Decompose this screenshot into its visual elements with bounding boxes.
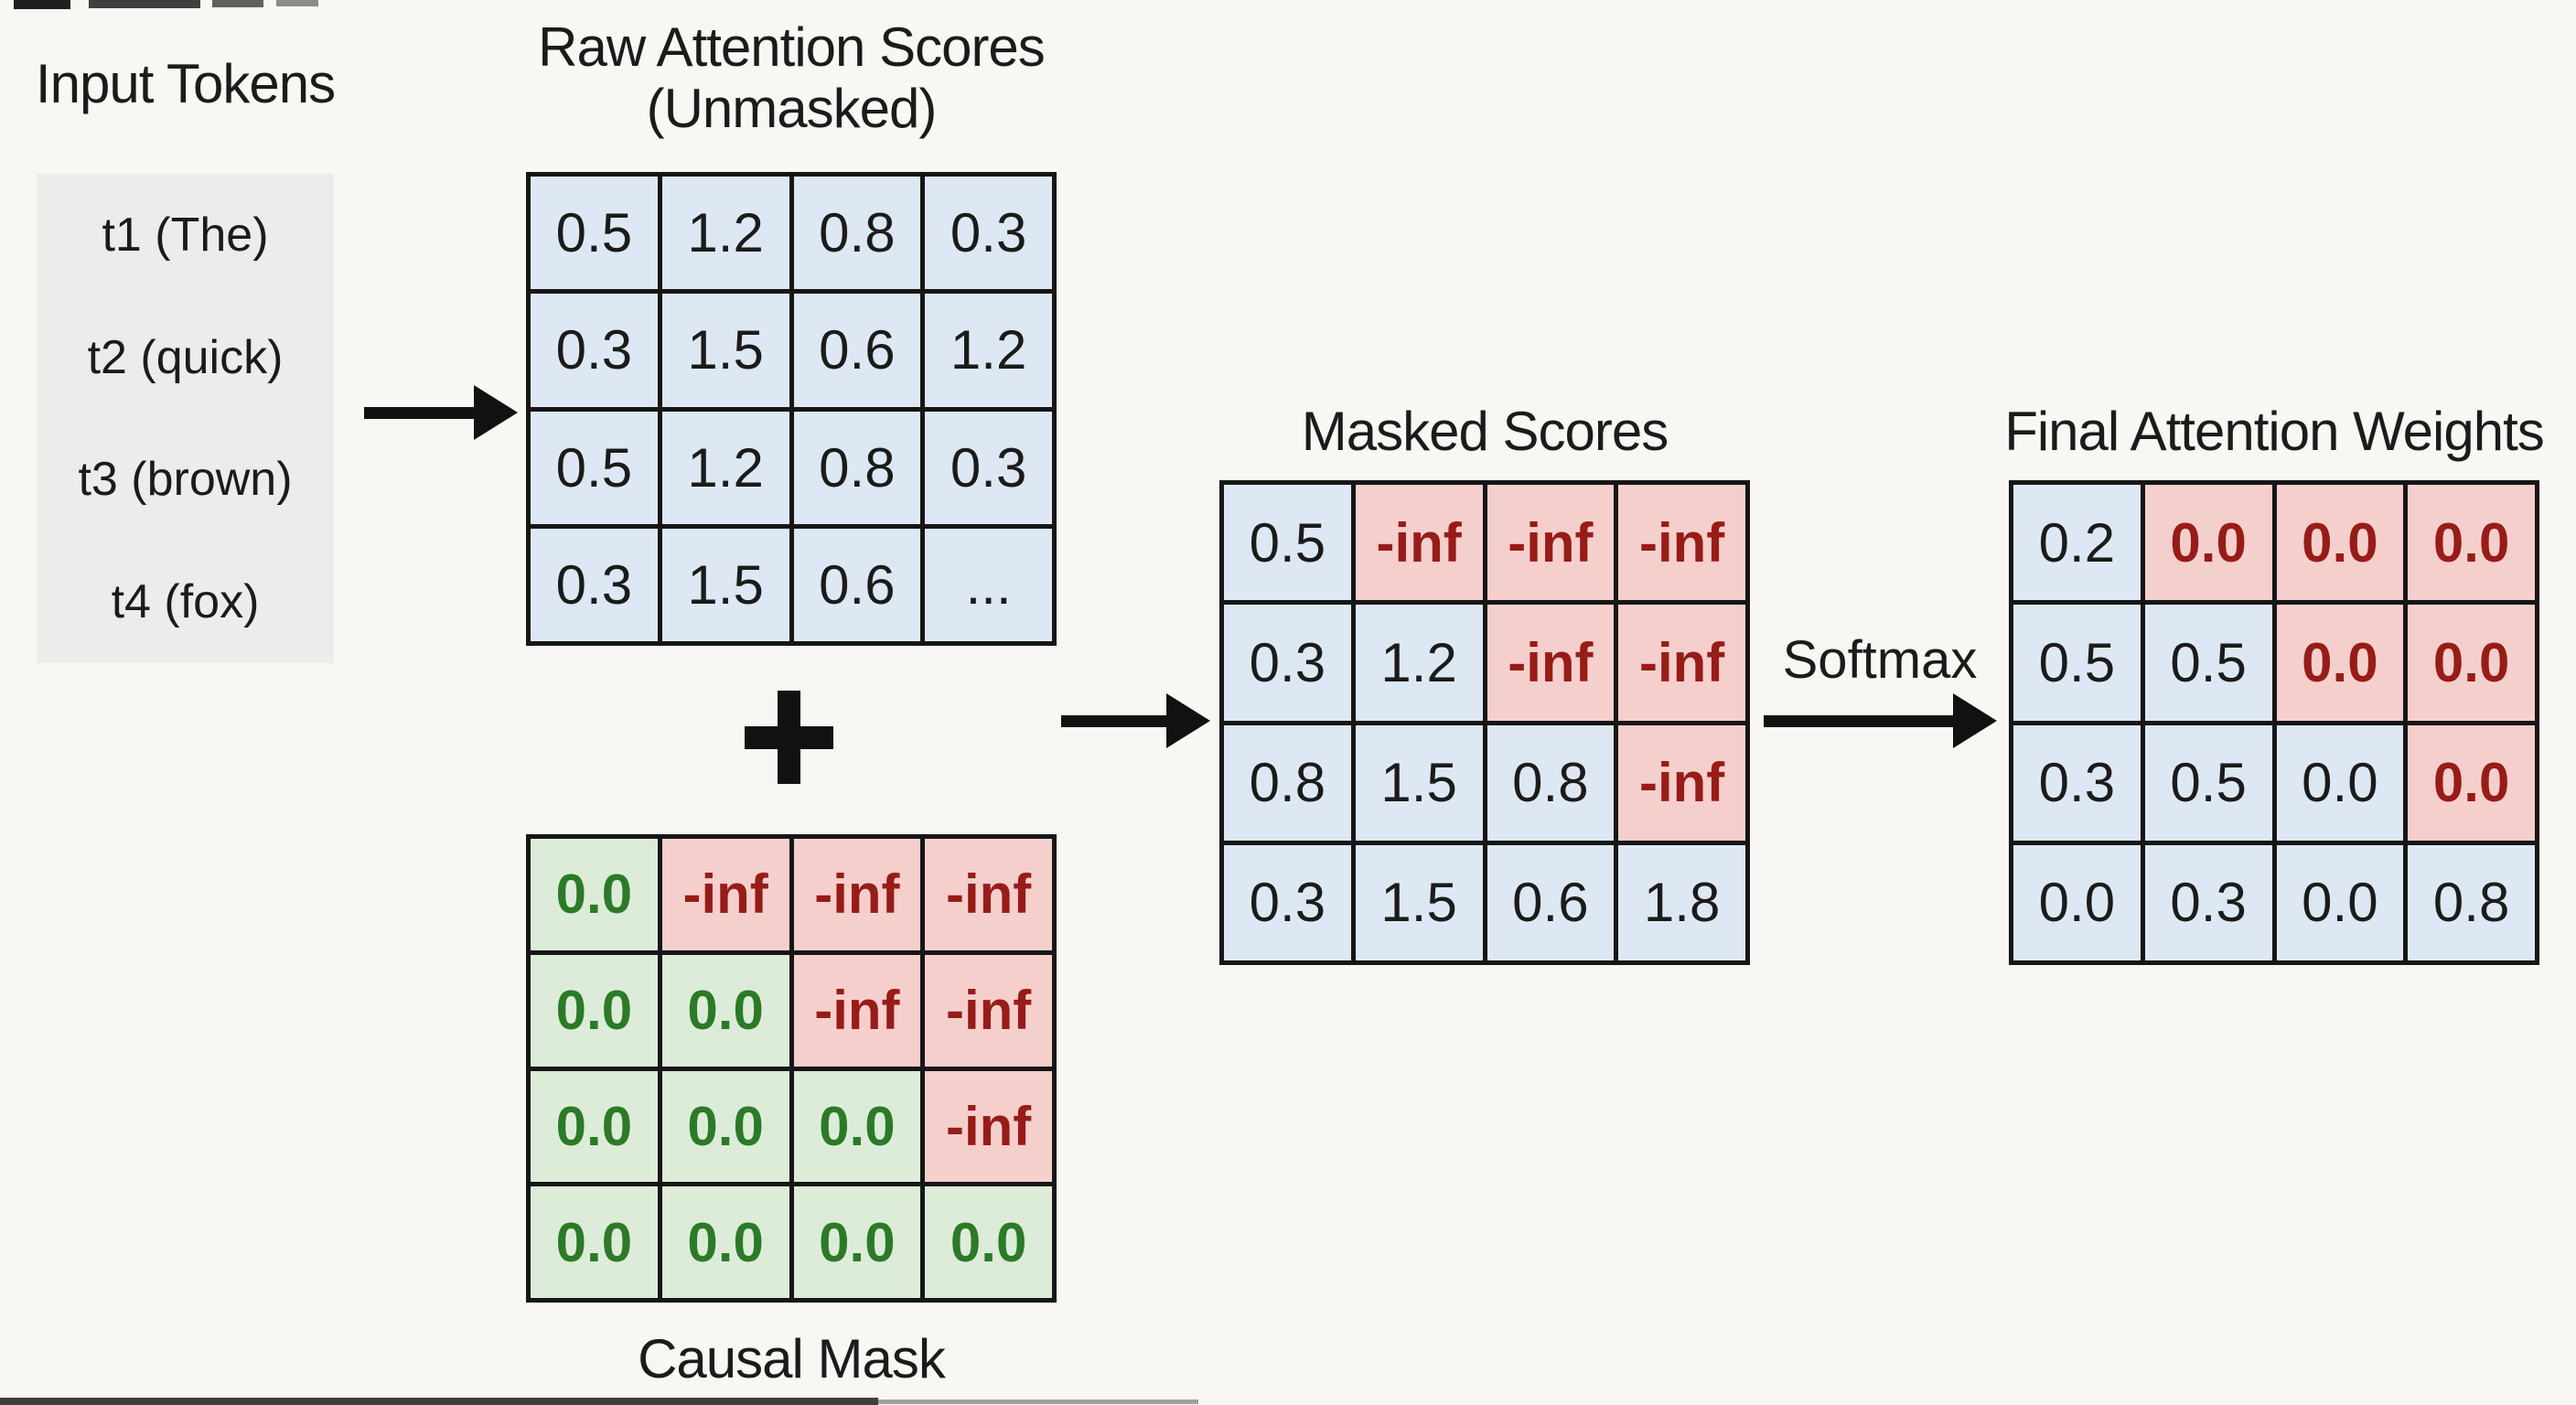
matrix-cell: 0.3 (1219, 840, 1356, 966)
matrix-cell: 1.2 (920, 289, 1057, 412)
matrix-cell: 0.0 (657, 1066, 794, 1187)
matrix-cell: 0.5 (2140, 600, 2277, 725)
matrix-cell: 0.5 (2009, 600, 2145, 725)
matrix-cell: 0.8 (1219, 720, 1356, 845)
causal-mask-title: Causal Mask (638, 1328, 946, 1389)
matrix-cell: 0.0 (2403, 479, 2539, 606)
matrix-cell: 0.3 (920, 171, 1057, 295)
matrix-cell: 0.5 (1219, 479, 1356, 606)
scan-artifact-top-2 (89, 0, 200, 8)
matrix-cell: 0.0 (2009, 840, 2145, 966)
raw-scores-title: Raw Attention Scores (Unmasked) (526, 16, 1057, 139)
matrix-cell: 0.0 (789, 1182, 926, 1303)
matrix-cell: 0.5 (2140, 720, 2277, 845)
matrix-cell: -inf (1614, 720, 1750, 845)
arrow-input-to-raw-icon (364, 385, 518, 440)
matrix-cell: 0.3 (2140, 840, 2277, 966)
token-item-t4: t4 (fox) (111, 575, 260, 629)
scan-artifact-top-3 (212, 0, 263, 7)
matrix-cell: 0.0 (2403, 720, 2539, 845)
token-item-t3: t3 (brown) (78, 453, 293, 507)
matrix-cell: 0.0 (2140, 479, 2277, 606)
matrix-cell: -inf (1350, 479, 1487, 606)
matrix-cell: 1.8 (1614, 840, 1750, 966)
matrix-cell: 0.8 (789, 406, 926, 529)
matrix-cell: 0.6 (789, 523, 926, 647)
matrix-cell: 0.3 (1219, 600, 1356, 725)
matrix-cell: 0.0 (526, 1066, 662, 1187)
matrix-cell: 0.0 (2271, 720, 2409, 845)
matrix-cell: 1.5 (657, 289, 794, 412)
matrix-cell: 0.5 (526, 171, 662, 295)
matrix-cell: -inf (920, 1066, 1057, 1187)
causal-mask-matrix: 0.0 -inf -inf -inf 0.0 0.0 -inf -inf 0.0… (526, 834, 1057, 1303)
matrix-cell: 0.3 (2009, 720, 2145, 845)
matrix-cell: 1.2 (657, 171, 794, 295)
matrix-cell: 1.2 (1350, 600, 1487, 725)
masked-scores-matrix: 0.5 -inf -inf -inf 0.3 1.2 -inf -inf 0.8… (1219, 479, 1750, 966)
plus-operator-icon: + (745, 691, 833, 784)
matrix-cell: 0.0 (2271, 479, 2409, 606)
matrix-cell: 0.3 (526, 523, 662, 647)
matrix-cell: -inf (920, 949, 1057, 1071)
input-tokens-box: t1 (The) t2 (quick) t3 (brown) t4 (fox) (37, 174, 334, 663)
token-item-t1: t1 (The) (102, 208, 269, 262)
softmax-label: Softmax (1782, 630, 1978, 690)
scan-artifact-bottom-1 (0, 1398, 878, 1405)
matrix-cell: -inf (1482, 600, 1619, 725)
scan-artifact-top-1 (14, 0, 70, 9)
final-weights-title: Final Attention Weights (2004, 401, 2545, 462)
matrix-cell: 0.3 (526, 289, 662, 412)
matrix-cell: 0.0 (526, 1182, 662, 1303)
matrix-cell: -inf (789, 949, 926, 1071)
matrix-cell: 1.5 (1350, 840, 1487, 966)
matrix-cell: -inf (920, 834, 1057, 955)
matrix-cell: 1.5 (657, 523, 794, 647)
raw-scores-matrix: 0.5 1.2 0.8 0.3 0.3 1.5 0.6 1.2 0.5 1.2 … (526, 171, 1057, 647)
matrix-cell: 0.8 (1482, 720, 1619, 845)
matrix-cell: -inf (1482, 479, 1619, 606)
raw-scores-title-line1: Raw Attention Scores (538, 16, 1046, 78)
matrix-cell: 0.8 (2403, 840, 2539, 966)
masked-scores-title: Masked Scores (1301, 401, 1669, 462)
matrix-cell: 0.0 (920, 1182, 1057, 1303)
matrix-cell: 1.2 (657, 406, 794, 529)
matrix-cell: 0.0 (789, 1066, 926, 1187)
matrix-cell: -inf (1614, 479, 1750, 606)
input-tokens-title: Input Tokens (35, 53, 336, 114)
matrix-cell: 0.8 (789, 171, 926, 295)
scan-artifact-top-4 (276, 0, 318, 6)
matrix-cell: 0.6 (1482, 840, 1619, 966)
matrix-cell: ... (920, 523, 1057, 647)
matrix-cell: 0.0 (2271, 600, 2409, 725)
matrix-cell: 0.0 (2271, 840, 2409, 966)
matrix-cell: 0.0 (657, 949, 794, 1071)
token-item-t2: t2 (quick) (87, 330, 284, 384)
matrix-cell: 0.0 (657, 1182, 794, 1303)
raw-scores-title-line2: (Unmasked) (646, 78, 938, 140)
matrix-cell: 0.0 (526, 834, 662, 955)
matrix-cell: 1.5 (1350, 720, 1487, 845)
matrix-cell: 0.0 (2403, 600, 2539, 725)
final-weights-matrix: 0.2 0.0 0.0 0.0 0.5 0.5 0.0 0.0 0.3 0.5 … (2009, 479, 2539, 966)
matrix-cell: -inf (1614, 600, 1750, 725)
arrow-softmax-to-final-icon (1764, 693, 1997, 748)
matrix-cell: 0.0 (526, 949, 662, 1071)
matrix-cell: 0.3 (920, 406, 1057, 529)
matrix-cell: 0.6 (789, 289, 926, 412)
matrix-cell: -inf (789, 834, 926, 955)
scan-artifact-bottom-2 (878, 1400, 1198, 1404)
matrix-cell: 0.2 (2009, 479, 2145, 606)
matrix-cell: 0.5 (526, 406, 662, 529)
arrow-sum-to-masked-icon (1061, 693, 1210, 748)
matrix-cell: -inf (657, 834, 794, 955)
